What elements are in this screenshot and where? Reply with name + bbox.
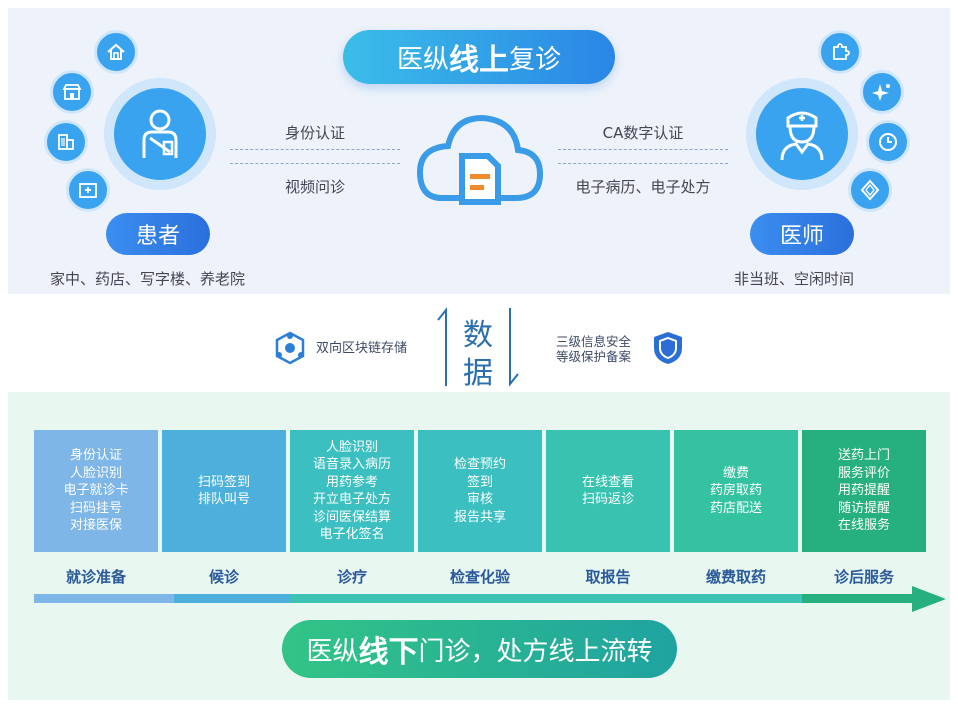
doctor-time: 非当班、空闲时间 bbox=[734, 270, 855, 288]
down-arrow bbox=[509, 308, 519, 387]
progress-segment bbox=[34, 594, 174, 603]
shop-icon bbox=[50, 70, 94, 114]
process-item: 药店配送 bbox=[709, 500, 762, 516]
process-item: 排队叫号 bbox=[197, 492, 250, 507]
process-item: 人脸识别 bbox=[325, 439, 378, 455]
process-item: 检查预约 bbox=[453, 457, 506, 472]
data-char-1: 数 bbox=[463, 318, 493, 353]
process-item: 语音录入病历 bbox=[312, 457, 391, 472]
online-title: 医纵线上复诊 bbox=[343, 30, 615, 84]
blockchain-icon bbox=[272, 330, 308, 370]
stage-label: 检查化验 bbox=[449, 568, 510, 586]
up-arrow bbox=[437, 307, 447, 386]
offline-title: 医纵线下门诊，处方线上流转 bbox=[282, 620, 677, 678]
dashed-line bbox=[230, 163, 400, 164]
progress-segment bbox=[802, 594, 920, 603]
process-item: 电子就诊卡 bbox=[63, 483, 129, 499]
process-column: 检查预约签到审核报告共享 bbox=[418, 430, 542, 552]
process-item: 电子化签名 bbox=[319, 527, 385, 542]
stage-label: 诊疗 bbox=[336, 568, 367, 586]
doctor-icon bbox=[746, 78, 858, 190]
nursing-home-icon bbox=[66, 168, 110, 212]
stage-label: 候诊 bbox=[208, 568, 239, 586]
process-column: 送药上门服务评价用药提醒随访提醒在线服务 bbox=[802, 430, 926, 552]
stage-label: 取报告 bbox=[585, 568, 631, 586]
process-item: 用药参考 bbox=[325, 474, 378, 490]
stage-label: 就诊准备 bbox=[65, 568, 126, 586]
process-item: 药房取药 bbox=[709, 483, 762, 499]
process-item: 服务评价 bbox=[837, 465, 890, 481]
process-item: 用药提醒 bbox=[837, 483, 890, 499]
diamond-icon bbox=[848, 168, 892, 212]
process-item: 诊间医保结算 bbox=[312, 509, 391, 525]
blockchain-label: 双向区块链存储 bbox=[316, 341, 408, 356]
shield-icon bbox=[652, 330, 684, 370]
emr-label: 电子病历、电子处方 bbox=[575, 178, 711, 196]
process-item: 缴费 bbox=[722, 465, 749, 481]
process-item: 扫码挂号 bbox=[69, 500, 122, 516]
progress-segment bbox=[290, 594, 802, 603]
security-line-1: 三级信息安全 bbox=[556, 334, 632, 349]
process-item: 在线查看 bbox=[581, 474, 634, 490]
process-item: 审核 bbox=[466, 492, 493, 507]
ca-cert-label: CA数字认证 bbox=[602, 124, 684, 142]
dashed-line bbox=[558, 163, 728, 164]
patient-places: 家中、药店、写字楼、养老院 bbox=[50, 270, 246, 288]
puzzle-icon bbox=[818, 30, 862, 74]
security-line-2: 等级保护备案 bbox=[556, 349, 632, 364]
process-column: 扫码签到排队叫号 bbox=[162, 430, 286, 552]
progress-segment bbox=[174, 594, 290, 603]
process-column: 缴费药房取药药店配送 bbox=[674, 430, 798, 552]
process-column: 在线查看扫码返诊 bbox=[546, 430, 670, 552]
process-item: 对接医保 bbox=[69, 518, 122, 534]
process-column: 人脸识别语音录入病历用药参考开立电子处方诊间医保结算电子化签名 bbox=[290, 430, 414, 552]
data-char-2: 据 bbox=[463, 356, 493, 391]
doctor-label: 医师 bbox=[750, 213, 854, 255]
process-item: 人脸识别 bbox=[69, 465, 122, 481]
cloud-document-icon bbox=[412, 108, 546, 212]
process-item: 扫码签到 bbox=[197, 474, 250, 490]
arrow-head bbox=[912, 586, 946, 612]
dashed-line bbox=[230, 149, 400, 150]
stage-label: 缴费取药 bbox=[705, 568, 766, 586]
home-icon bbox=[94, 30, 138, 74]
video-consult-label: 视频问诊 bbox=[284, 178, 345, 196]
clock-icon bbox=[866, 120, 910, 164]
process-item: 签到 bbox=[466, 474, 493, 490]
stage-label: 诊后服务 bbox=[833, 568, 894, 586]
process-item: 送药上门 bbox=[837, 448, 890, 464]
process-item: 开立电子处方 bbox=[312, 492, 391, 507]
patient-icon bbox=[104, 78, 216, 190]
process-item: 报告共享 bbox=[453, 509, 506, 525]
process-item: 随访提醒 bbox=[837, 500, 890, 516]
process-item: 扫码返诊 bbox=[581, 492, 634, 507]
process-item: 身份认证 bbox=[69, 448, 122, 464]
process-column: 身份认证人脸识别电子就诊卡扫码挂号对接医保 bbox=[34, 430, 158, 552]
patient-label: 患者 bbox=[106, 213, 210, 255]
identity-auth-label: 身份认证 bbox=[284, 124, 345, 142]
office-building-icon bbox=[44, 120, 88, 164]
dashed-line bbox=[558, 149, 728, 150]
process-item: 在线服务 bbox=[837, 518, 890, 534]
sparkle-icon bbox=[860, 70, 904, 114]
